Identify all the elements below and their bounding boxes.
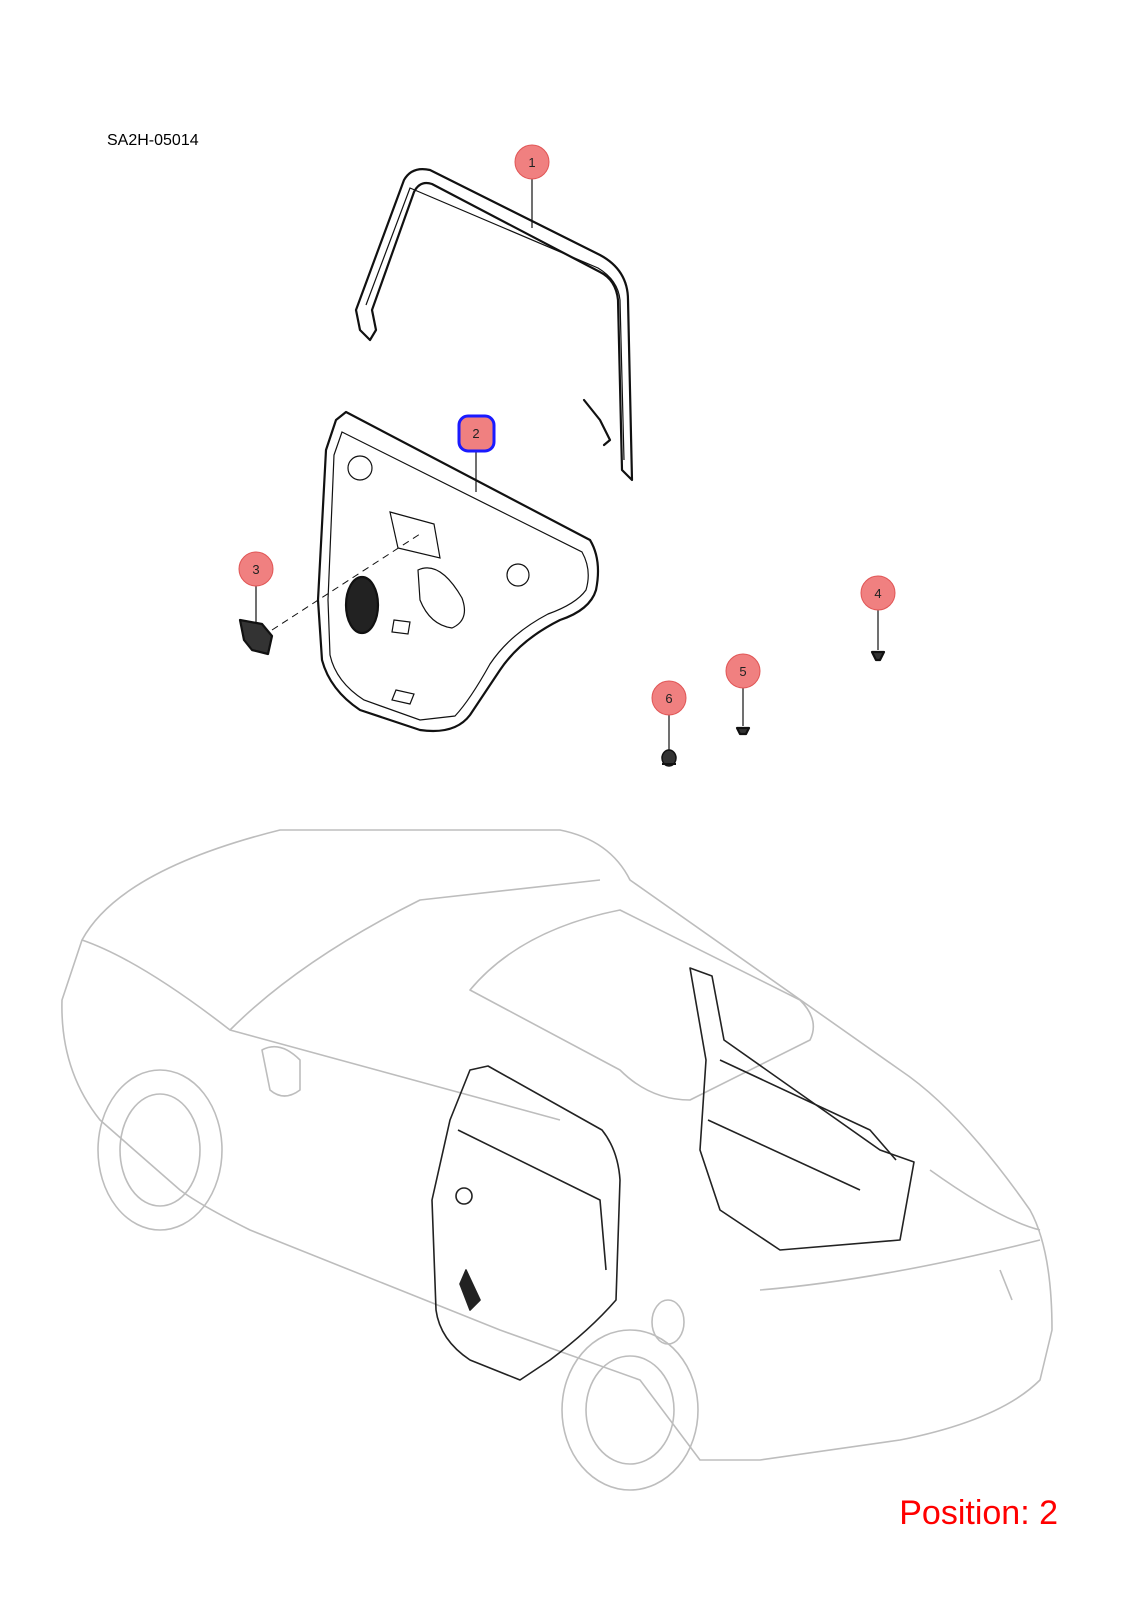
- callout-2[interactable]: 2: [457, 414, 496, 453]
- position-indicator: Position: 2: [899, 1494, 1058, 1532]
- callout-2-label: 2: [472, 426, 479, 441]
- callout-1-label: 1: [528, 155, 535, 170]
- diagram-code: SA2H-05014: [107, 132, 199, 149]
- callout-3[interactable]: 3: [238, 551, 274, 587]
- part-window-frame-seal: [354, 168, 634, 482]
- callout-1[interactable]: 1: [514, 144, 550, 180]
- callout-3-label: 3: [252, 562, 259, 577]
- vehicle-rear-door-highlight: [431, 967, 915, 1381]
- part-door-inner-panel: [316, 410, 600, 733]
- part-screw: [735, 726, 751, 736]
- callout-5[interactable]: 5: [725, 653, 761, 689]
- vehicle-outline: [61, 829, 1053, 1491]
- callout-4[interactable]: 4: [860, 575, 896, 611]
- part-clip: [870, 650, 886, 662]
- callout-6-label: 6: [665, 691, 672, 706]
- part-bracket: [238, 533, 421, 656]
- callout-4-label: 4: [874, 586, 881, 601]
- callout-6[interactable]: 6: [651, 680, 687, 716]
- callout-5-label: 5: [739, 664, 746, 679]
- part-nut: [661, 749, 677, 767]
